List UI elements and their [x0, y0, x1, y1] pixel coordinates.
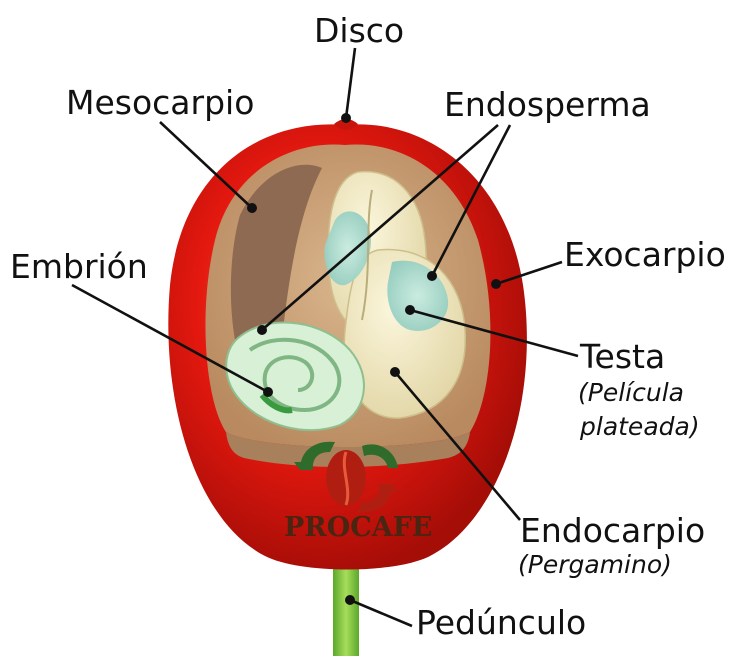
label-endocarpio: Endocarpio	[520, 514, 705, 547]
label-embrion: Embrión	[10, 250, 148, 283]
label-pedunculo: Pedúnculo	[416, 606, 586, 639]
leader-disco	[346, 48, 355, 118]
label-testa: Testa	[580, 340, 665, 373]
label-endocarpio-sub: (Pergamino)	[518, 552, 672, 577]
label-disco: Disco	[314, 14, 404, 47]
label-testa-sub-2: plateada)	[580, 414, 700, 439]
label-testa-sub-1: (Película	[578, 380, 684, 405]
procafe-logo-text: PROCAFE	[284, 512, 432, 543]
label-exocarpio: Exocarpio	[564, 238, 726, 271]
leader-pedunculo	[350, 600, 412, 626]
label-mesocarpio: Mesocarpio	[66, 86, 254, 119]
peduncle-stem	[333, 555, 359, 656]
label-endosperma: Endosperma	[444, 88, 651, 121]
